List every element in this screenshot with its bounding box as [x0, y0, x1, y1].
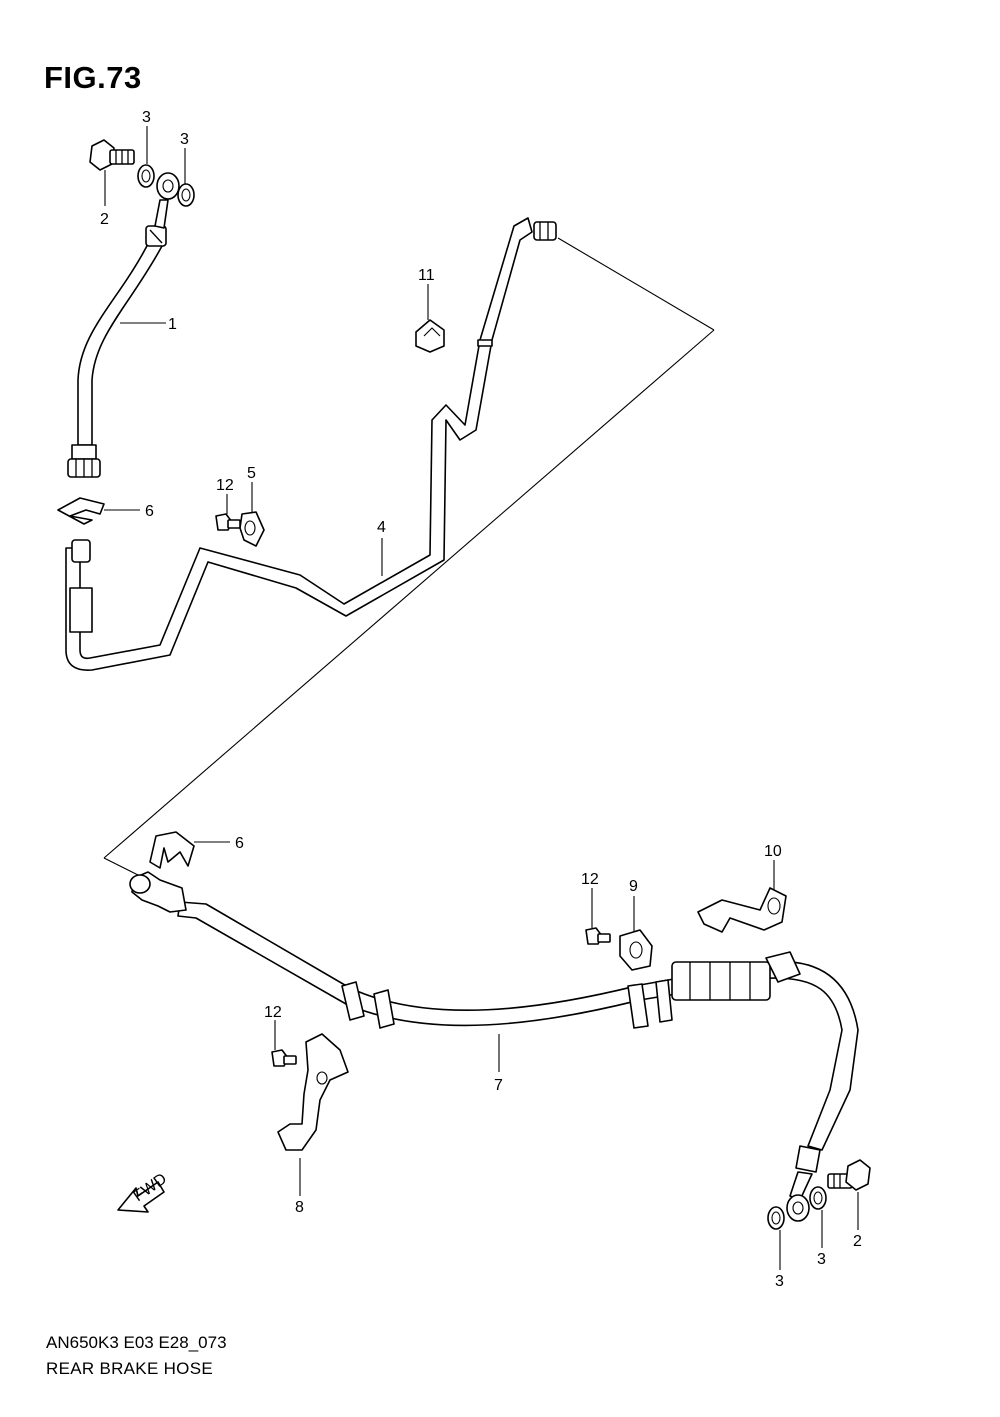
part-5-clamp [239, 511, 265, 547]
callout-2: 2 [100, 211, 109, 228]
callout-11: 11 [418, 267, 435, 284]
part-8-hose-bracket [277, 1033, 349, 1151]
part-2-banjo-bolt-upper [89, 139, 135, 171]
callout-8: 8 [295, 1199, 304, 1216]
callout-12: 12 [216, 477, 234, 494]
callout-7: 7 [494, 1077, 503, 1094]
callout-10: 10 [764, 843, 782, 860]
part-11-pipe-clamp [415, 319, 445, 353]
part-9-clamp [619, 929, 653, 971]
callout-3: 3 [142, 109, 151, 126]
callout-12: 12 [581, 871, 599, 888]
callout-3: 3 [180, 131, 189, 148]
callout-9: 9 [629, 878, 638, 895]
leader-lines [104, 126, 859, 1270]
model-code: AN650K3 E03 E28_073 [46, 1333, 227, 1352]
callout-numbers: 3 3 2 1 11 6 12 5 4 6 12 9 10 12 7 8 2 3… [100, 109, 862, 1290]
callout-6: 6 [145, 503, 154, 520]
part-12-bolt-right [585, 927, 611, 945]
callout-5: 5 [247, 465, 256, 482]
part-10-bracket-clamp [697, 887, 787, 933]
fwd-direction-arrow-icon: FWD [117, 1170, 170, 1213]
part-1-upper-brake-hose [67, 199, 169, 478]
part-6-clip-lower [149, 831, 195, 869]
callout-3: 3 [817, 1251, 826, 1268]
part-12-bolt-lower [271, 1049, 297, 1067]
callout-3: 3 [775, 1273, 784, 1290]
callout-12: 12 [264, 1004, 282, 1021]
figure-title: FIG.73 [44, 60, 142, 95]
callout-1: 1 [168, 316, 177, 333]
part-4-brake-pipe [65, 217, 557, 671]
callout-4: 4 [377, 519, 386, 536]
part-3-washers-upper [137, 164, 195, 207]
part-3-washers-lower [767, 1186, 827, 1230]
callout-6: 6 [235, 835, 244, 852]
part-2-banjo-bolt-lower [827, 1159, 871, 1191]
part-6-clip-upper [57, 497, 105, 525]
callout-2: 2 [853, 1233, 862, 1250]
diagram-caption: REAR BRAKE HOSE [46, 1359, 213, 1378]
part-12-bolt-upper [215, 513, 241, 531]
part-7-lower-brake-hose [129, 871, 859, 1201]
